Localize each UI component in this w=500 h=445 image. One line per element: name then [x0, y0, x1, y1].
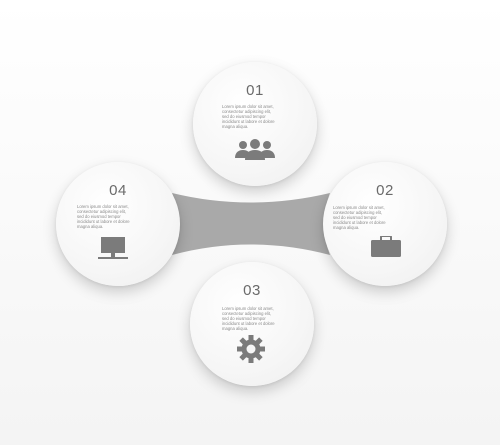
gear-icon: [237, 335, 265, 363]
step-02-circle: 02 Lorem ipsum dolor sit amet, consectet…: [323, 162, 447, 286]
people-icon: [235, 139, 275, 160]
step-02-number: 02: [376, 182, 394, 199]
step-04-text: Lorem ipsum dolor sit amet, consectetur …: [77, 204, 130, 229]
step-01-circle: 01 Lorem ipsum dolor sit amet, consectet…: [193, 62, 317, 186]
computer-monitor-icon: [98, 237, 128, 259]
center-connector: [172, 193, 330, 255]
step-04-number: 04: [109, 182, 127, 199]
step-04-circle: 04 Lorem ipsum dolor sit amet, consectet…: [56, 162, 180, 286]
step-03-circle: 03 Lorem ipsum dolor sit amet, consectet…: [190, 262, 314, 386]
step-01-number: 01: [246, 82, 264, 99]
step-01-text: Lorem ipsum dolor sit amet, consectetur …: [222, 104, 275, 129]
briefcase-icon: [371, 236, 401, 257]
step-03-text: Lorem ipsum dolor sit amet, consectetur …: [222, 306, 275, 331]
step-03-number: 03: [243, 282, 261, 299]
step-02-text: Lorem ipsum dolor sit amet, consectetur …: [333, 205, 386, 230]
